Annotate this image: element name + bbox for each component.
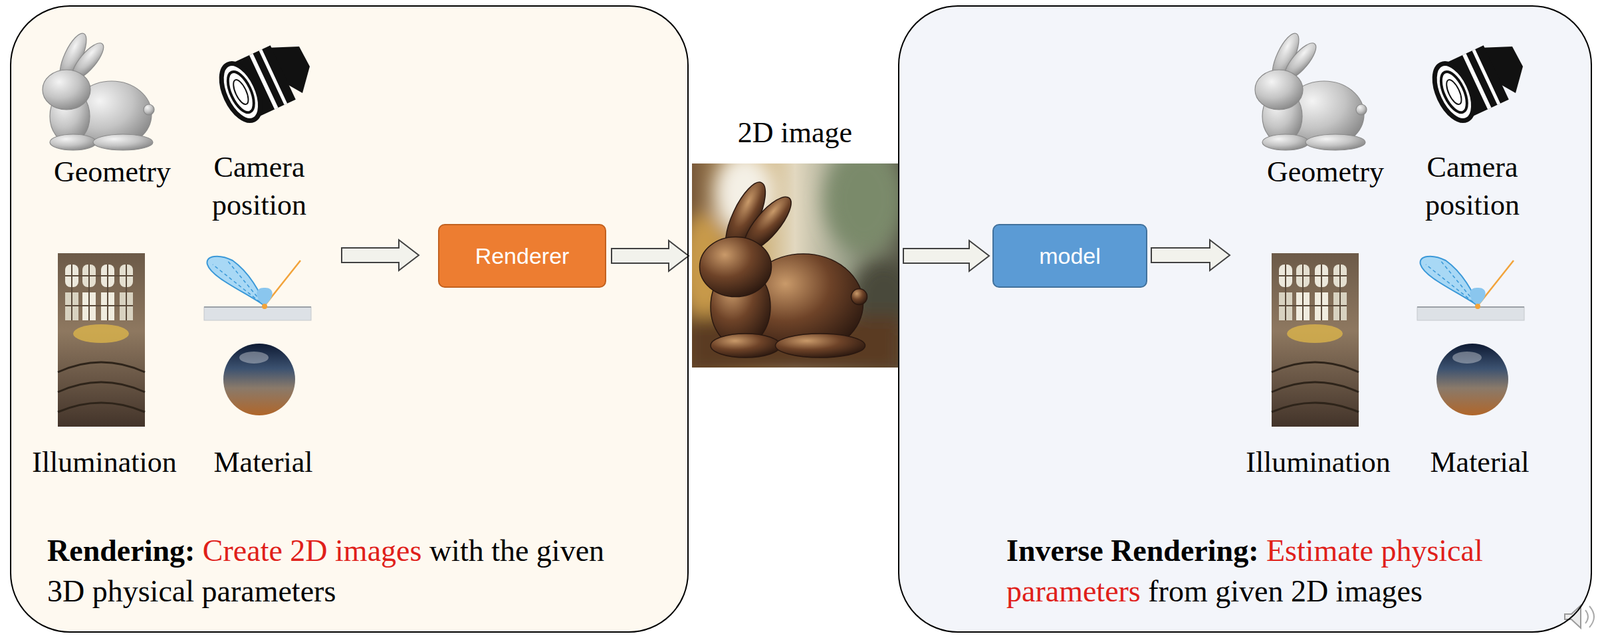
- process-box: model: [992, 224, 1148, 288]
- geometry-icon: [1255, 29, 1367, 151]
- image-node: 2D image: [691, 163, 899, 368]
- box-label: Renderer: [475, 243, 570, 270]
- camera-icon: [213, 44, 310, 127]
- camera-icon: [1426, 44, 1523, 127]
- panel-caption: Inverse Rendering:Estimate physical para…: [1006, 530, 1585, 612]
- icon-label: Geometry: [53, 152, 171, 191]
- icon-label: Camera position: [189, 148, 330, 225]
- icon-label: Material: [1429, 443, 1529, 482]
- bokeh: [824, 163, 899, 253]
- rendered-photo: [691, 163, 899, 368]
- brdf-icon: [1417, 256, 1525, 321]
- geometry-icon: [42, 29, 155, 151]
- icon-label: Illumination: [1245, 443, 1391, 482]
- process-box: Renderer: [438, 224, 607, 288]
- panel-caption: Rendering:Create 2D imageswith the given…: [47, 530, 646, 612]
- input-arrow: [341, 239, 419, 271]
- icon-label: Geometry: [1266, 152, 1384, 191]
- panel-ground: [10, 5, 688, 633]
- speaker-body: [1564, 605, 1581, 629]
- material-icon: [223, 343, 296, 416]
- illumination-icon: [57, 253, 145, 427]
- icon-label: Material: [213, 443, 313, 482]
- brdf-icon: [204, 256, 312, 321]
- rendered-bunny: [699, 177, 868, 358]
- image-heading: 2D image: [691, 115, 899, 151]
- stage-panel: Inverse Rendering:Estimate physical para…: [898, 5, 1593, 633]
- illumination-icon: [1271, 253, 1359, 427]
- flow-arrow: [611, 240, 689, 272]
- panel-text: from given 2D images: [1147, 574, 1423, 609]
- icon-label: Camera position: [1402, 148, 1543, 225]
- panel-ground: [898, 5, 1592, 633]
- output-arrow: [1151, 239, 1230, 271]
- speaker-waves: [1585, 606, 1595, 628]
- flow-arrow: [903, 240, 990, 272]
- box-label: model: [1038, 243, 1101, 270]
- panel-heading: Rendering:: [47, 533, 195, 568]
- highlight-text: Create 2D images: [202, 533, 423, 568]
- speaker-icon: [1564, 605, 1595, 629]
- material-icon: [1436, 343, 1509, 416]
- icon-label: Illumination: [31, 443, 177, 482]
- stage-panel: Rendering:Create 2D imageswith the given…: [9, 5, 689, 633]
- panel-heading: Inverse Rendering:: [1006, 533, 1259, 568]
